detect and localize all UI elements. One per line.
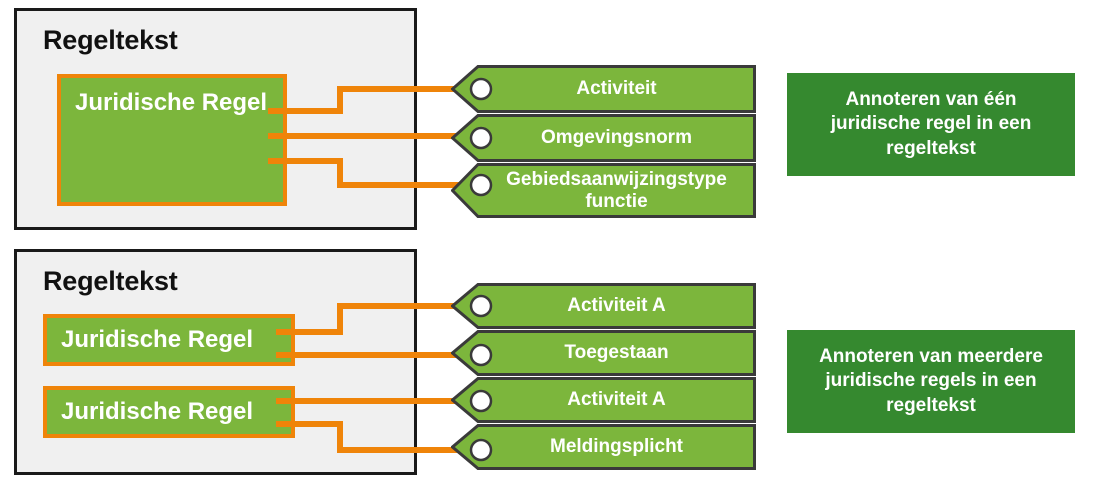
regeltekst-panel-1: Regeltekst Juridische Regel [14, 8, 417, 230]
tag-meldingsplicht[interactable]: Meldingsplicht [451, 424, 756, 470]
panel-title-1: Regeltekst [43, 25, 178, 55]
tag-activiteit-a-2[interactable]: Activiteit A [451, 377, 756, 423]
tag-shape-icon [451, 114, 756, 162]
connector-1-c-v [337, 158, 343, 188]
connector-2-a-h2 [337, 303, 470, 309]
connector-1-a-v [337, 86, 343, 114]
connector-1-a-h1 [268, 108, 343, 114]
tag-shape-icon [451, 163, 756, 218]
juridische-regel-label: Juridische Regel [61, 398, 254, 426]
tag-shape-icon [451, 424, 756, 470]
juridische-regel-box-2-2[interactable]: Juridische Regel [43, 386, 295, 438]
panel-title-2: Regeltekst [43, 266, 178, 296]
connector-2-a-v [337, 303, 343, 335]
connector-2-d-h2 [337, 447, 470, 453]
connector-2-a-h1 [276, 329, 343, 335]
connector-2-b-h [276, 352, 470, 358]
juridische-regel-box-1-1[interactable]: Juridische Regel [57, 74, 287, 206]
juridische-regel-box-2-1[interactable]: Juridische Regel [43, 314, 295, 366]
tag-toegestaan[interactable]: Toegestaan [451, 330, 756, 376]
caption-text: Annoteren van één juridische regel in ee… [830, 89, 1032, 159]
tag-activiteit-a-1[interactable]: Activiteit A [451, 283, 756, 329]
connector-1-c-h1 [268, 158, 343, 164]
caption-multi-rule: Annoteren van meerdere juridische regels… [787, 330, 1075, 433]
connector-1-a-h2 [337, 86, 470, 92]
tag-shape-icon [451, 330, 756, 376]
regeltekst-panel-2: Regeltekst Juridische Regel Juridische R… [14, 249, 417, 475]
juridische-regel-label: Juridische Regel [61, 326, 254, 354]
caption-text: Annoteren van meerdere juridische regels… [819, 346, 1043, 416]
tag-gebiedsaanwijzingstype-functie[interactable]: Gebiedsaanwijzingstype functie [451, 163, 756, 218]
connector-2-d-h1 [276, 421, 343, 427]
tag-omgevingsnorm[interactable]: Omgevingsnorm [451, 114, 756, 162]
connector-2-c-h [276, 398, 470, 404]
tag-activiteit[interactable]: Activiteit [451, 65, 756, 113]
tag-shape-icon [451, 65, 756, 113]
connector-2-d-v [337, 421, 343, 453]
connector-1-b-h [268, 133, 470, 139]
caption-single-rule: Annoteren van één juridische regel in ee… [787, 73, 1075, 176]
tag-shape-icon [451, 377, 756, 423]
connector-1-c-h2 [337, 182, 470, 188]
tag-shape-icon [451, 283, 756, 329]
juridische-regel-label: Juridische Regel [75, 89, 268, 116]
